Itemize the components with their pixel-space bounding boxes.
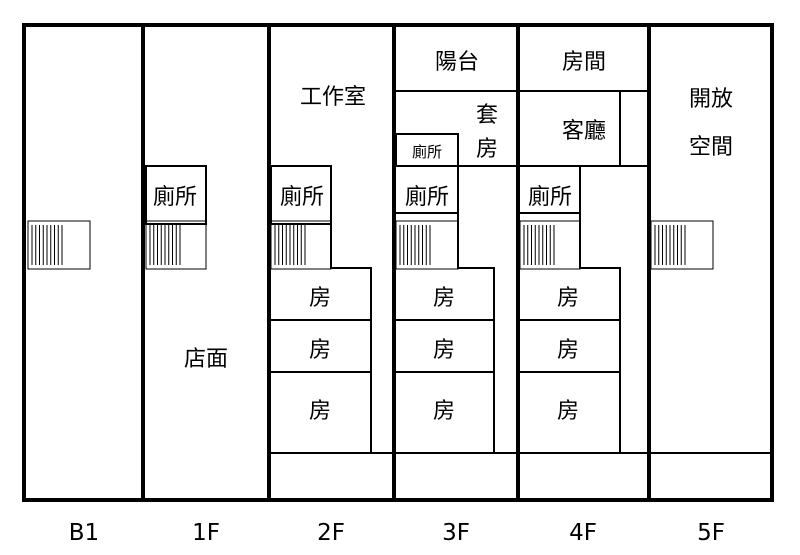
f5-open-label-2: 空間 bbox=[689, 135, 733, 160]
f4-room2-label: 房 bbox=[557, 338, 579, 363]
f3-room2-label: 房 bbox=[433, 338, 455, 363]
floor-label-b1: B1 bbox=[69, 520, 99, 546]
f3-toilet-label: 廁所 bbox=[405, 185, 449, 210]
stairs-b1 bbox=[27, 220, 91, 270]
stairs-1f bbox=[145, 220, 207, 270]
floor-label-3f: 3F bbox=[442, 520, 470, 546]
f3-rooms-wall bbox=[457, 267, 495, 454]
stairs-2f bbox=[270, 220, 332, 270]
f3-small-toilet-box bbox=[395, 133, 459, 167]
f2-rooms-wall bbox=[330, 223, 372, 454]
f3-small-toilet-label: 廁所 bbox=[412, 143, 442, 161]
f2-room3-label: 房 bbox=[309, 399, 331, 424]
floor-label-5f: 5F bbox=[697, 520, 725, 546]
f5-open-label-1: 開放 bbox=[689, 87, 733, 112]
f4-rooms-wall bbox=[579, 212, 621, 454]
f2-room1-label: 房 bbox=[309, 286, 331, 311]
f3-suite-label-2: 房 bbox=[476, 137, 498, 162]
f4-room1-label: 房 bbox=[557, 286, 579, 311]
floor-label-4f: 4F bbox=[569, 520, 597, 546]
f3-room1-label: 房 bbox=[433, 286, 455, 311]
f2-studio-label: 工作室 bbox=[300, 85, 366, 110]
f2-toilet-box bbox=[270, 165, 332, 225]
f1-toilet-box bbox=[145, 165, 207, 225]
f3-balcony-label: 陽台 bbox=[435, 50, 479, 75]
f3-room3-label: 房 bbox=[433, 399, 455, 424]
f4-living-label: 客廳 bbox=[562, 119, 606, 144]
building-outline bbox=[22, 23, 774, 502]
floor-label-1f: 1F bbox=[192, 520, 220, 546]
f1-shop-label: 店面 bbox=[184, 347, 228, 372]
stairs-4f bbox=[519, 220, 581, 270]
f4-room3-label: 房 bbox=[557, 399, 579, 424]
f4-room-top-label: 房間 bbox=[562, 50, 606, 75]
stair-treads bbox=[31, 225, 686, 265]
f3-suite-label-1: 套 bbox=[476, 103, 498, 128]
f4-toilet-label: 廁所 bbox=[528, 185, 572, 210]
stairs-5f bbox=[650, 220, 714, 270]
f2-room2-label: 房 bbox=[309, 338, 331, 363]
f1-toilet-label: 廁所 bbox=[153, 185, 197, 210]
f2-toilet-label: 廁所 bbox=[280, 185, 324, 210]
stairs-3f bbox=[395, 220, 459, 270]
floor-label-2f: 2F bbox=[317, 520, 345, 546]
